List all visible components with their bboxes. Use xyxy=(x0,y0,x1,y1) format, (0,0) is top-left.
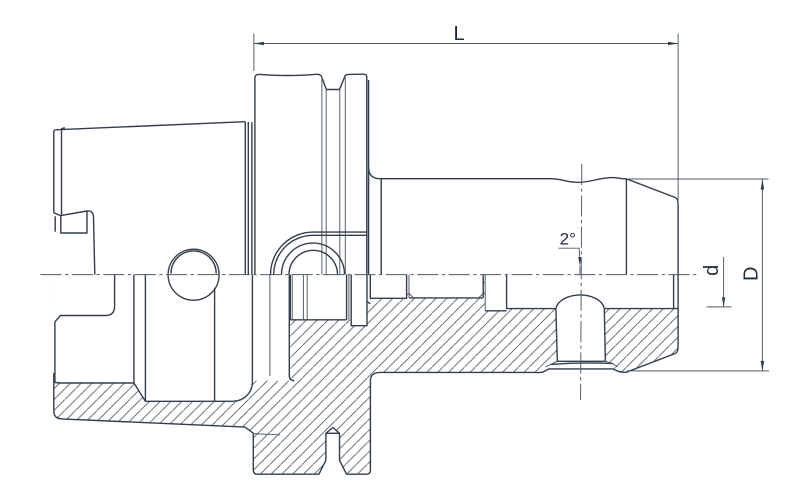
svg-text:2°: 2° xyxy=(560,230,576,249)
svg-text:L: L xyxy=(453,23,464,45)
svg-text:D: D xyxy=(741,267,763,281)
svg-text:d: d xyxy=(701,265,723,276)
